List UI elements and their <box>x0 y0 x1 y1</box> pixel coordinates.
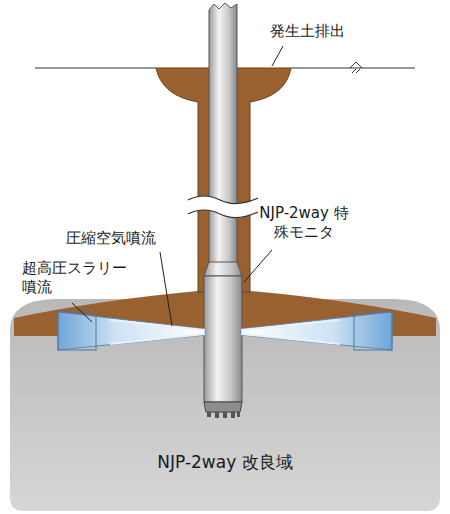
ground-line <box>291 67 415 68</box>
special-monitor <box>204 276 242 402</box>
ground-line <box>35 67 156 68</box>
label: NJP-2way 特殊モニタ <box>258 204 350 242</box>
air-jet <box>110 320 205 344</box>
leader-lines <box>72 46 283 326</box>
label: NJP-2way 改良域 <box>157 452 292 473</box>
label: 超高圧スラリー 噴流 <box>22 259 136 297</box>
break-line <box>188 196 258 204</box>
rod <box>209 3 237 268</box>
break-gap <box>188 196 258 218</box>
slurry-jet <box>241 312 392 350</box>
bit-teeth <box>207 412 240 418</box>
air-jet <box>241 320 340 344</box>
label: 発生土排出 <box>270 22 345 41</box>
drill-bit <box>204 402 242 412</box>
jet-end <box>58 312 96 350</box>
slurry-jet <box>58 312 205 350</box>
break-line <box>188 210 258 218</box>
ground-symbol <box>350 62 362 73</box>
jet-end <box>354 312 392 350</box>
monitor-joint <box>204 262 242 276</box>
label: 圧縮空気噴流 <box>66 229 156 248</box>
